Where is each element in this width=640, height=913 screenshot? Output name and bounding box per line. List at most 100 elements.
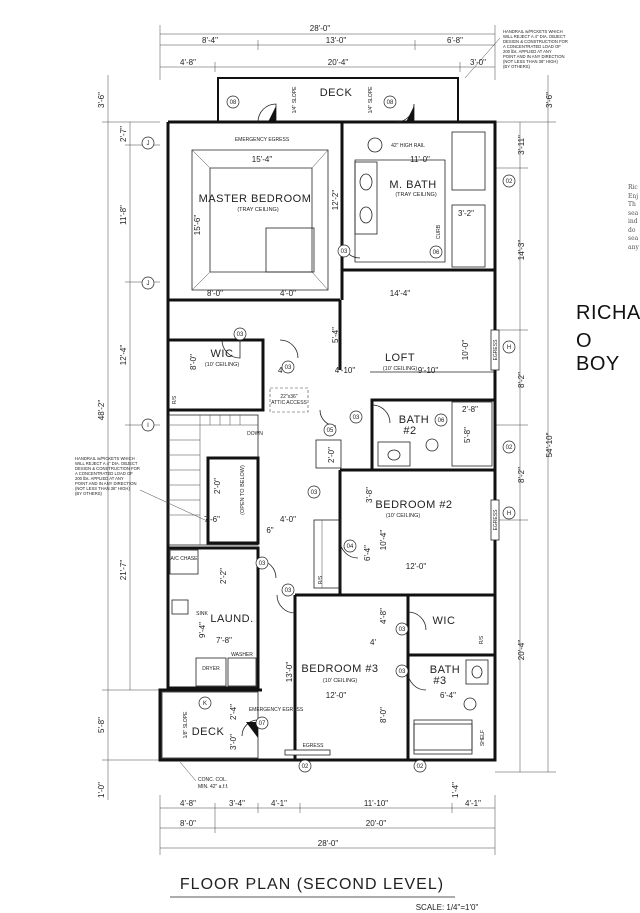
tag-08-a: 08 bbox=[226, 95, 240, 109]
conc-col-label: CONC. COL. bbox=[198, 777, 227, 783]
tag-02-c: 02 bbox=[298, 759, 312, 773]
dim-right-7: 8'-2" bbox=[517, 467, 526, 483]
top-dimensions: 28'-0" 8'-4" 13'-0" 6'-8" 4'-8" 20'-4" 3… bbox=[159, 24, 496, 80]
svg-text:03: 03 bbox=[399, 627, 406, 633]
tag-06-b: 06 bbox=[434, 413, 448, 427]
room-loft-sub: (10' CEILING) bbox=[383, 366, 418, 372]
dim-left-5: 2'-7" bbox=[119, 126, 128, 142]
room-loft: LOFT bbox=[385, 352, 415, 364]
dim-right-8: 20'-4" bbox=[517, 640, 526, 661]
side-fragment-line: sea bbox=[628, 209, 639, 217]
side-fragment-line: Th bbox=[628, 201, 636, 208]
side-fragment-line: do bbox=[628, 226, 636, 234]
dim-top-overall: 28'-0" bbox=[310, 24, 331, 33]
tag-07: 07 bbox=[255, 716, 269, 730]
dim-left-3: 5'-8" bbox=[97, 717, 106, 733]
company-name-line-2: O BOY bbox=[576, 330, 620, 375]
wic-1: WIC (10' CEILING) 8'-0" R/S bbox=[166, 338, 265, 412]
room-bath-3: BATH bbox=[430, 664, 461, 676]
slope-label-2: 1/4" SLOPE bbox=[368, 86, 374, 113]
hall-closets: 2'-0" R/S bbox=[313, 439, 342, 589]
svg-text:J: J bbox=[147, 281, 150, 287]
tag-04: 04 bbox=[343, 539, 357, 553]
dim-int-20b: 2'-0" bbox=[327, 447, 336, 463]
svg-text:06: 06 bbox=[433, 250, 440, 256]
tag-03-h: 03 bbox=[395, 622, 409, 636]
svg-text:03: 03 bbox=[237, 332, 244, 338]
dim-int-7: 4'-0" bbox=[280, 289, 296, 298]
dim-right-3: 1'-4" bbox=[451, 782, 460, 798]
exterior-walls bbox=[158, 120, 497, 762]
dim-int-6: 8'-0" bbox=[207, 289, 223, 298]
side-fragment-text: Ric Enj Th sea ind do sea any bbox=[628, 184, 639, 252]
dim-int-34: 8'-0" bbox=[379, 707, 388, 723]
title-block: FLOOR PLAN (SECOND LEVEL) SCALE: 1/4"=1'… bbox=[170, 876, 478, 912]
company-name-line-1: RICHA bbox=[576, 302, 640, 324]
room-bedroom-2-sub: (10' CEILING) bbox=[386, 513, 421, 519]
dim-int-27: 12'-0" bbox=[406, 562, 427, 571]
tag-K: K bbox=[198, 696, 212, 710]
stair-down-label: DOWN bbox=[247, 431, 263, 437]
dim-int-24: 6" bbox=[266, 526, 273, 535]
min-aff-label: MIN. 42" a.f.f. bbox=[198, 784, 228, 790]
svg-text:03: 03 bbox=[353, 415, 360, 421]
handrail-note-top: HANDRAIL w/PICKETS WHICH WILL REJECT A 4… bbox=[503, 29, 569, 69]
dim-int-18: 5'-8" bbox=[463, 427, 472, 443]
tag-03-a: 03 bbox=[337, 244, 351, 258]
master-bath: M. BATH (TRAY CEILING) 42" HIGH RAIL 11'… bbox=[331, 131, 495, 272]
dim-int-12: 4'-10" bbox=[335, 366, 356, 375]
emergency-egress-bottom: EMERGENCY EGRESS bbox=[249, 707, 304, 713]
left-dimensions: 3'-6" 48'-2" 5'-8" 1'-0" 2'-7" 11'-8" 12… bbox=[97, 75, 160, 800]
dim-top-b: 13'-0" bbox=[326, 36, 347, 45]
room-laund: LAUND. bbox=[210, 613, 253, 625]
dryer-label: DRYER bbox=[202, 666, 220, 672]
dim-top-f: 3'-0" bbox=[470, 58, 486, 67]
tag-J-a: J bbox=[141, 136, 155, 150]
svg-text:02: 02 bbox=[302, 764, 309, 770]
dim-left-6: 11'-8" bbox=[119, 205, 128, 225]
dim-left-4: 1'-0" bbox=[97, 782, 106, 798]
dim-int-17: 2'-8" bbox=[462, 405, 478, 414]
tag-H-a: H bbox=[502, 340, 516, 354]
svg-text:08: 08 bbox=[230, 100, 237, 106]
rs-label-1: R/S bbox=[172, 395, 178, 404]
dim-left-1: 3'-6" bbox=[97, 92, 106, 108]
svg-text:04: 04 bbox=[347, 544, 354, 550]
room-bedroom-3: BEDROOM #3 bbox=[301, 663, 378, 675]
svg-text:03: 03 bbox=[399, 669, 406, 675]
slope-label-3: 1/8" SLOPE bbox=[183, 711, 189, 738]
tag-03-d: 03 bbox=[349, 410, 363, 424]
master-bedroom: MASTER BEDROOM (TRAY CEILING) EMERGENCY … bbox=[168, 122, 344, 302]
bottom-dimensions: 4'-8" 3'-4" 4'-1" 11'-10" 4'-1" 8'-0" 20… bbox=[159, 795, 496, 855]
room-deck-bottom: DECK bbox=[192, 726, 225, 738]
loft: LOFT (10' CEILING) 14'-4" 5'-4" 10'-0" 4… bbox=[278, 289, 500, 375]
attic-access: 22"x36"ATTIC ACCESS bbox=[269, 387, 309, 413]
dim-right-4: 3'-11" bbox=[517, 135, 526, 155]
dim-top-c: 6'-8" bbox=[447, 36, 463, 45]
svg-text:H: H bbox=[507, 511, 511, 517]
room-deck-top: DECK bbox=[320, 87, 353, 99]
dim-int-13: 9'-10" bbox=[418, 366, 439, 375]
bedroom-3: BEDROOM #3 (10' CEILING) 4'-8" 13'-0" 12… bbox=[284, 593, 408, 760]
egress-label-bed3: EGRESS bbox=[303, 743, 325, 749]
curb-label: CURB bbox=[436, 224, 442, 239]
tag-03-i: 03 bbox=[395, 664, 409, 678]
svg-text:I: I bbox=[147, 423, 149, 429]
laundry: A/C CHASE SINK LAUND. DRYER WASHER 2'-2"… bbox=[166, 546, 260, 690]
sink-label: SINK bbox=[196, 611, 208, 617]
tag-03-c: 03 bbox=[281, 360, 295, 374]
dim-int-3: 15'-6" bbox=[193, 215, 202, 236]
svg-text:J: J bbox=[147, 141, 150, 147]
dim-bottom-d: 11'-10" bbox=[364, 799, 388, 808]
dim-bottom-c: 4'-1" bbox=[271, 799, 287, 808]
dim-left-8: 21'-7" bbox=[119, 560, 128, 581]
dim-int-14: 8'-0" bbox=[189, 354, 198, 370]
plan-scale: SCALE: 1/4"=1'0" bbox=[416, 903, 479, 912]
side-fragment-line: ind bbox=[628, 218, 638, 225]
slope-label-1: 1/4" SLOPE bbox=[292, 86, 298, 113]
tag-05: 05 bbox=[323, 423, 337, 437]
open-below-label: (OPEN TO BELOW) bbox=[240, 465, 246, 515]
side-fragment-line: any bbox=[628, 243, 639, 251]
dim-right-1: 3'-6" bbox=[545, 92, 554, 108]
